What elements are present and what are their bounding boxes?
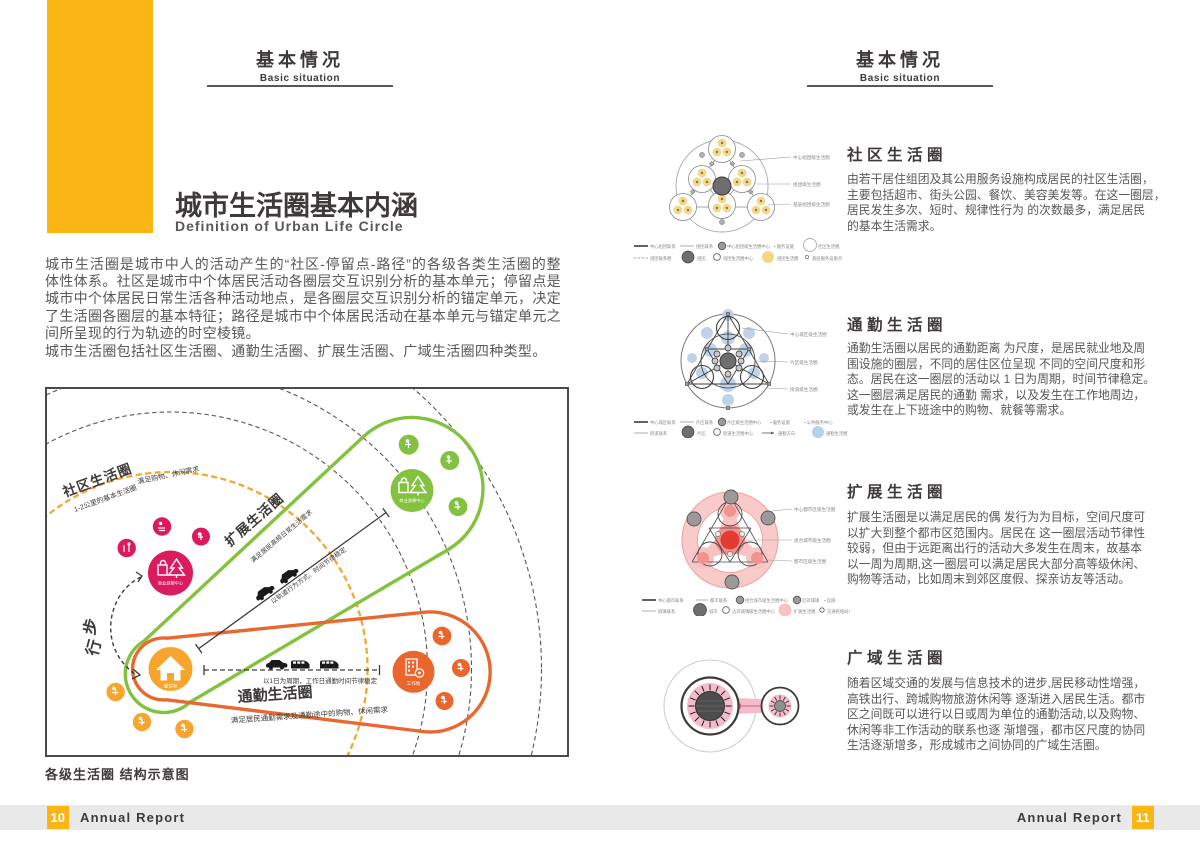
svg-text:行: 行: [82, 637, 105, 658]
svg-text:社区生活圈: 社区生活圈: [818, 243, 839, 250]
svg-text:▪ 设施: ▪ 设施: [824, 597, 836, 604]
svg-text:都市联系: 都市联系: [710, 597, 728, 604]
svg-text:城市: 城市: [709, 608, 718, 615]
svg-text:远郊城镇级生活圈中心: 远郊城镇级生活圈中心: [732, 608, 776, 615]
svg-text:中心组团级生活圈: 中心组团级生活圈: [793, 154, 830, 161]
svg-text:片区联系: 片区联系: [696, 419, 714, 426]
svg-text:▪ 服务设施: ▪ 服务设施: [770, 419, 791, 426]
svg-text:街道级生活圈: 街道级生活圈: [790, 386, 818, 393]
svg-text:通勤方向: 通勤方向: [778, 430, 795, 437]
svg-text:组团生活圈中心: 组团生活圈中心: [723, 255, 754, 262]
svg-text:商业游憩中心: 商业游憩中心: [399, 497, 425, 504]
svg-text:都市区级生活圈: 都市区级生活圈: [794, 558, 827, 565]
svg-text:街道生活圈中心: 街道生活圈中心: [723, 430, 754, 437]
svg-text:片区: 片区: [697, 430, 706, 437]
svg-text:近郊城镇: 近郊城镇: [802, 597, 820, 604]
svg-text:组团联系圈: 组团联系圈: [650, 255, 671, 262]
svg-text:中心城区级生活圈: 中心城区级生活圈: [790, 331, 827, 338]
svg-text:工作地: 工作地: [407, 680, 421, 687]
svg-text:通勤生活圈: 通勤生活圈: [826, 430, 847, 437]
svg-text:扩展生活圈: 扩展生活圈: [794, 608, 815, 615]
svg-text:组团级生活圈: 组团级生活圈: [793, 181, 821, 188]
svg-text:以1日为周期，工作日通勤时间节律稳定: 以1日为周期，工作日通勤时间节律稳定: [263, 676, 378, 685]
svg-text:片区级生活圈中心: 片区级生活圈中心: [727, 419, 762, 426]
svg-text:片区级生活圈: 片区级生活圈: [790, 359, 818, 366]
svg-text:组团生活圈: 组团生活圈: [777, 255, 798, 262]
svg-text:满足购物、休闲需求: 满足购物、休闲需求: [137, 464, 200, 486]
svg-text:中心都市联系: 中心都市联系: [658, 597, 684, 604]
svg-text:▪ 服务设施: ▪ 服务设施: [774, 243, 795, 250]
svg-text:组合城市级生活圈: 组合城市级生活圈: [794, 537, 831, 544]
svg-text:交通枢纽站点: 交通枢纽站点: [827, 608, 850, 615]
svg-text:▪ 公共服务中心: ▪ 公共服务中心: [804, 419, 833, 426]
svg-text:组团联系: 组团联系: [696, 243, 714, 250]
svg-text:通勤生活圈: 通勤生活圈: [237, 683, 313, 706]
svg-text:中心都市区级生活圈: 中心都市区级生活圈: [794, 506, 836, 513]
svg-text:以轨道行为方式、时间节律稳定: 以轨道行为方式、时间节律稳定: [269, 545, 348, 606]
svg-text:基层组团级生活圈: 基层组团级生活圈: [793, 201, 830, 208]
svg-text:街道联系: 街道联系: [650, 430, 668, 437]
svg-text:城镇联系: 城镇联系: [658, 608, 676, 615]
svg-text:居住地: 居住地: [164, 683, 178, 690]
svg-text:组合城市级生活圈中心: 组合城市级生活圈中心: [745, 597, 789, 604]
svg-text:中心组团级生活圈中心: 中心组团级生活圈中心: [727, 243, 771, 250]
svg-text:中心城区联系: 中心城区联系: [650, 419, 676, 426]
svg-text:满足居民通勤需求及通勤途中的购物、休闲需求: 满足居民通勤需求及通勤途中的购物、休闲需求: [230, 704, 388, 725]
svg-text:基层服务设施点: 基层服务设施点: [812, 255, 843, 262]
svg-text:商业游憩中心: 商业游憩中心: [158, 580, 184, 587]
svg-text:中心组团联系: 中心组团联系: [650, 243, 676, 250]
svg-text:步: 步: [79, 616, 101, 636]
svg-text:组团: 组团: [697, 255, 706, 262]
